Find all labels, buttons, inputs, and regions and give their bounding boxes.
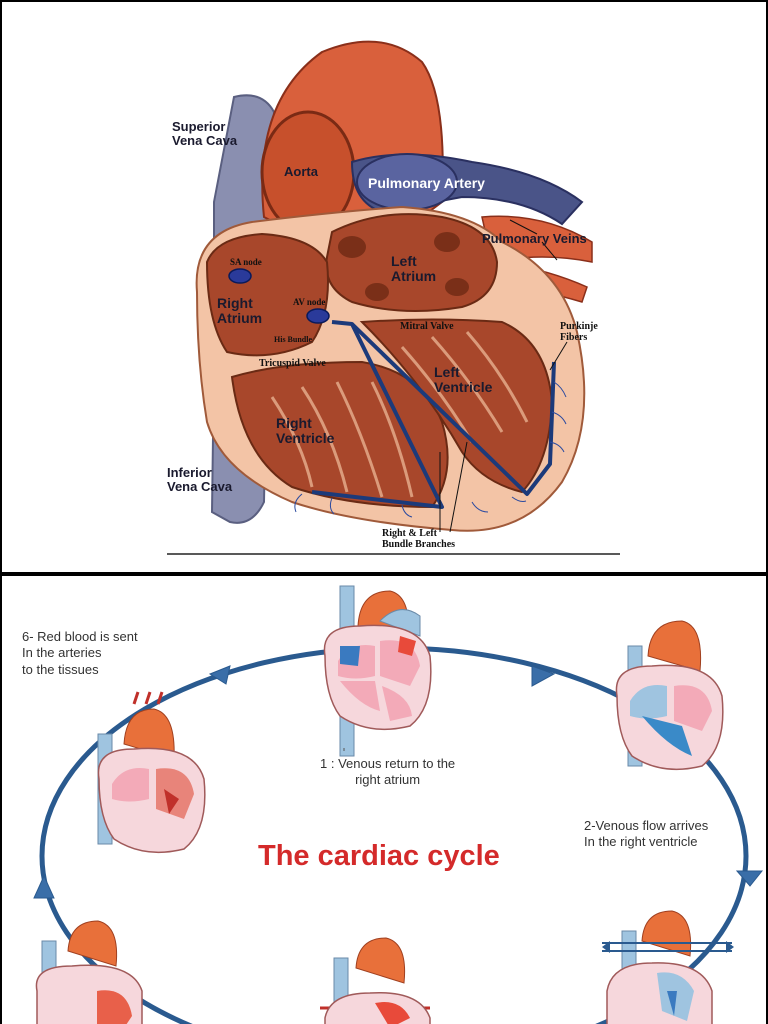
left-ventricle-label: Left Ventricle — [434, 364, 493, 395]
cardiac-cycle-panel: The cardiac cycle 1 : Venous return to t… — [2, 576, 766, 1024]
tricuspid-valve-label: Tricuspid Valve — [259, 358, 326, 369]
pulmonary-veins-label: Pulmonary Veins — [482, 231, 587, 246]
purkinje-fibers-label: Purkinje Fibers — [560, 321, 598, 343]
av-node-label: AV node — [293, 297, 326, 307]
step2-caption: 2-Venous flow arrives In the right ventr… — [584, 818, 709, 850]
right-ventricle-shape — [230, 360, 449, 509]
heart-bottom-right-icon — [602, 910, 734, 1024]
cycle-arrow-icon — [33, 874, 55, 899]
sa-node-shape — [228, 268, 252, 284]
heart-step2-icon — [615, 620, 724, 771]
step1-caption: 1 : Venous return to the right atrium — [320, 756, 456, 788]
heart-anatomy-panel: Superior Vena Cava Aorta Pulmonary Arter… — [2, 2, 766, 572]
step6-caption: 6- Red blood is sent In the arteries to … — [22, 629, 138, 677]
heart-anatomy-illustration — [167, 40, 620, 555]
left-ventricle-shape — [359, 318, 554, 494]
heart-step1-icon — [323, 585, 432, 757]
heart-step6-icon — [97, 691, 206, 854]
pulmonary-artery-label: Pulmonary Artery — [368, 175, 485, 191]
aorta-label: Aorta — [284, 164, 318, 179]
bundle-branches-label: Right & Left Bundle Branches — [382, 528, 456, 550]
right-ventricle-label: Right Ventricle — [276, 415, 335, 446]
conduction-pathway — [311, 320, 556, 509]
superior-vena-cava-label: Superior Vena Cava — [172, 119, 238, 148]
heart-bottom-center-icon — [320, 937, 431, 1024]
right-atrium-label: Right Atrium — [217, 295, 263, 326]
left-atrium-label: Left Atrium — [391, 253, 437, 284]
cycle-arrow-icon — [208, 665, 231, 685]
his-bundle-label: His Bundle — [274, 335, 313, 344]
cardiac-cycle-illustration — [33, 585, 764, 1024]
heart-bottom-left-icon — [35, 920, 143, 1024]
av-node-shape — [306, 308, 330, 324]
cycle-arrow-icon — [735, 870, 764, 887]
cardiac-cycle-title: The cardiac cycle — [258, 840, 500, 872]
mitral-valve-label: Mitral Valve — [400, 321, 454, 332]
inferior-vena-cava-label: Inferior Vena Cava — [167, 465, 233, 494]
cycle-arrow-icon — [531, 665, 556, 687]
sa-node-label: SA node — [230, 257, 262, 267]
